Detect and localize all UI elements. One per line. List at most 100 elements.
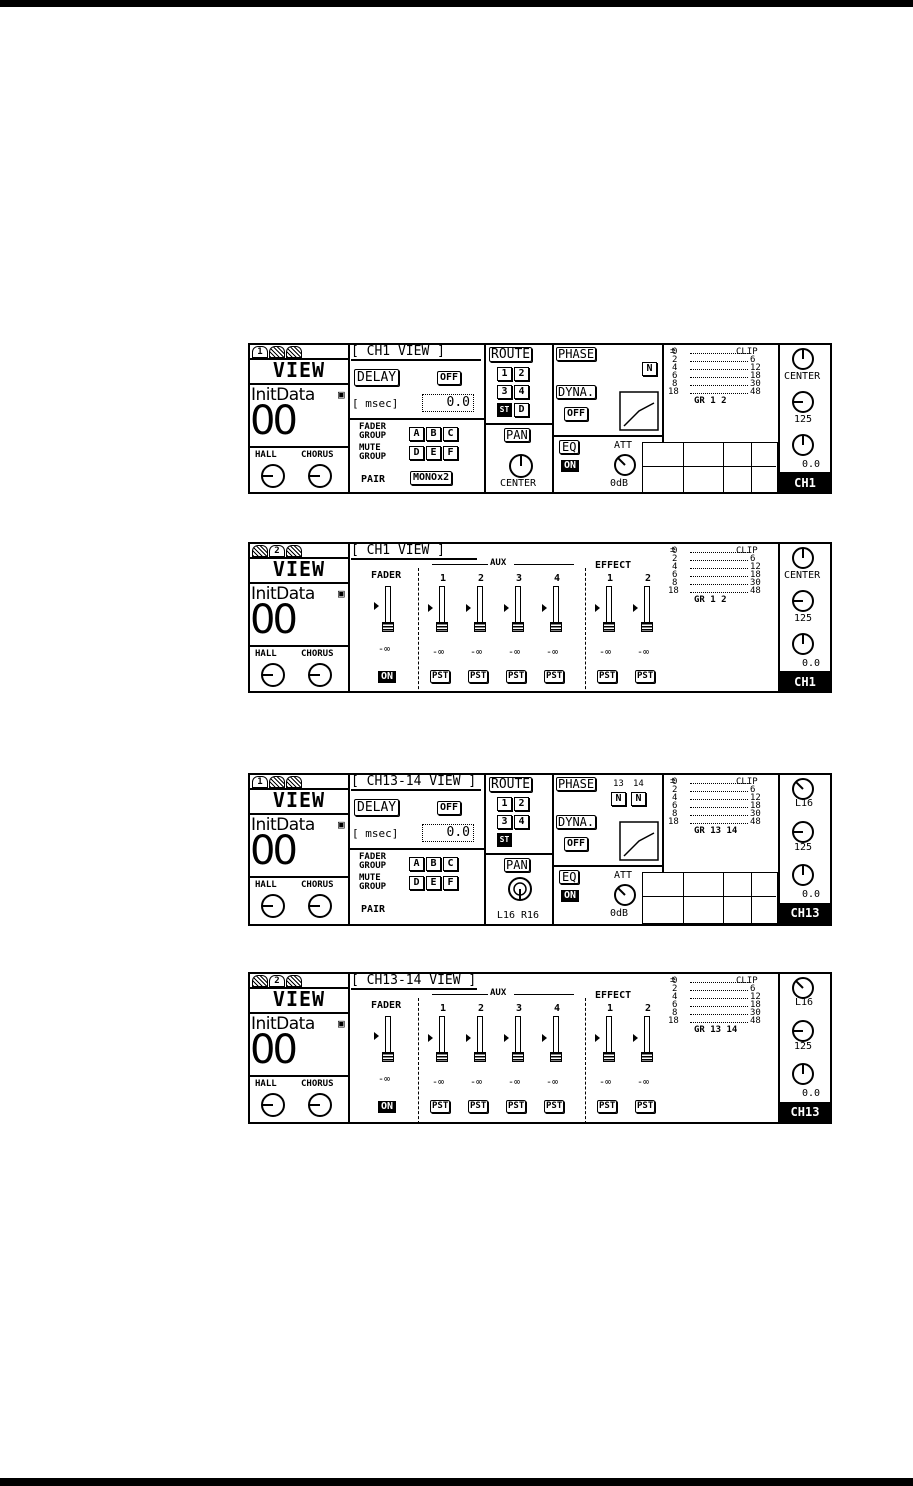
eq-on-off-button[interactable]: ON <box>561 460 580 472</box>
aux-2-pre-post-button[interactable]: PST <box>468 670 489 683</box>
aux-3-pre-post-button[interactable]: PST <box>506 1100 527 1113</box>
fader-group-B[interactable]: B <box>426 857 441 871</box>
mute-group-D[interactable]: D <box>409 446 424 460</box>
att-knob[interactable] <box>613 453 637 477</box>
mute-group-F[interactable]: F <box>443 876 458 890</box>
scene-tab-1[interactable] <box>252 545 268 557</box>
pan-knob-mini[interactable] <box>791 976 815 1000</box>
eq-button[interactable]: EQ <box>559 870 580 884</box>
hall-knob[interactable] <box>260 1092 286 1118</box>
effect-2-pre-post-button[interactable]: PST <box>635 670 656 683</box>
aux-4-pre-post-button[interactable]: PST <box>544 1100 565 1113</box>
route-2-button[interactable]: 2 <box>514 797 529 811</box>
level-knob-mini[interactable] <box>791 820 815 844</box>
aux-1-send-fader-knob[interactable] <box>436 622 448 632</box>
effect-1-send-fader-knob[interactable] <box>603 1052 615 1062</box>
main-fader-knob[interactable] <box>382 622 394 632</box>
delay-button[interactable]: DELAY <box>354 369 400 386</box>
route-3-button[interactable]: 3 <box>497 385 512 399</box>
aux-4-send-fader-knob[interactable] <box>550 1052 562 1062</box>
phase-normal-button[interactable]: N <box>642 362 657 376</box>
gain-knob-mini[interactable] <box>791 433 815 457</box>
gain-knob-mini[interactable] <box>791 1062 815 1086</box>
aux-3-pre-post-button[interactable]: PST <box>506 670 527 683</box>
scene-tab-3[interactable] <box>286 346 302 358</box>
gain-knob-mini[interactable] <box>791 632 815 656</box>
scene-tab-1[interactable]: 1 <box>252 776 268 788</box>
pan-knob-mini[interactable] <box>791 347 815 371</box>
route-1-button[interactable]: 1 <box>497 797 512 811</box>
phase-button[interactable]: PHASE <box>556 347 597 361</box>
dynamics-on-off-button[interactable]: OFF <box>564 407 589 421</box>
aux-3-send-fader-knob[interactable] <box>512 622 524 632</box>
phase-normal-button-2[interactable]: N <box>631 792 646 806</box>
route-button[interactable]: ROUTE <box>489 347 533 362</box>
fader-group-B[interactable]: B <box>426 427 441 441</box>
scene-tab-3[interactable] <box>286 545 302 557</box>
scene-tab-1[interactable]: 1 <box>252 346 268 358</box>
route-d-button[interactable]: D <box>514 403 529 417</box>
route-4-button[interactable]: 4 <box>514 385 529 399</box>
gain-knob-mini[interactable] <box>791 863 815 887</box>
main-fader-knob[interactable] <box>382 1052 394 1062</box>
scene-tab-2[interactable]: 2 <box>269 545 285 557</box>
level-knob-mini[interactable] <box>791 1019 815 1043</box>
delay-time-field[interactable]: 0.0 <box>422 394 474 412</box>
chorus-knob[interactable] <box>307 463 333 489</box>
scene-tab-2[interactable] <box>269 346 285 358</box>
phase-normal-button-1[interactable]: N <box>611 792 626 806</box>
scene-tab-3[interactable] <box>286 975 302 987</box>
fader-on-button[interactable]: ON <box>378 671 397 683</box>
fader-group-C[interactable]: C <box>443 427 458 441</box>
scene-tab-2[interactable]: 2 <box>269 975 285 987</box>
eq-on-off-button[interactable]: ON <box>561 890 580 902</box>
aux-2-send-fader-knob[interactable] <box>474 1052 486 1062</box>
pan-knob-mini[interactable] <box>791 777 815 801</box>
route-button[interactable]: ROUTE <box>489 777 533 792</box>
scene-tab-3[interactable] <box>286 776 302 788</box>
delay-on-off-button[interactable]: OFF <box>437 801 462 815</box>
fader-group-A[interactable]: A <box>409 427 424 441</box>
dynamics-button[interactable]: DYNA. <box>556 815 597 829</box>
hall-knob[interactable] <box>260 893 286 919</box>
pan-button[interactable]: PAN <box>504 428 530 442</box>
pair-button[interactable]: MONOx2 <box>410 471 453 485</box>
effect-2-send-fader-knob[interactable] <box>641 622 653 632</box>
aux-4-pre-post-button[interactable]: PST <box>544 670 565 683</box>
delay-time-field[interactable]: 0.0 <box>422 824 474 842</box>
route-1-button[interactable]: 1 <box>497 367 512 381</box>
delay-on-off-button[interactable]: OFF <box>437 371 462 385</box>
aux-1-pre-post-button[interactable]: PST <box>430 1100 451 1113</box>
att-knob[interactable] <box>613 883 637 907</box>
dynamics-on-off-button[interactable]: OFF <box>564 837 589 851</box>
mute-group-E[interactable]: E <box>426 446 441 460</box>
phase-button[interactable]: PHASE <box>556 777 597 791</box>
effect-1-pre-post-button[interactable]: PST <box>597 1100 618 1113</box>
pan-button[interactable]: PAN <box>504 858 530 872</box>
pan-knob-mini[interactable] <box>791 546 815 570</box>
route-4-button[interactable]: 4 <box>514 815 529 829</box>
effect-1-pre-post-button[interactable]: PST <box>597 670 618 683</box>
fader-on-button[interactable]: ON <box>378 1101 397 1113</box>
route-st-button[interactable]: ST <box>497 403 512 417</box>
route-3-button[interactable]: 3 <box>497 815 512 829</box>
chorus-knob[interactable] <box>307 1092 333 1118</box>
hall-knob[interactable] <box>260 662 286 688</box>
aux-4-send-fader-knob[interactable] <box>550 622 562 632</box>
aux-1-send-fader-knob[interactable] <box>436 1052 448 1062</box>
hall-knob[interactable] <box>260 463 286 489</box>
level-knob-mini[interactable] <box>791 390 815 414</box>
aux-1-pre-post-button[interactable]: PST <box>430 670 451 683</box>
dynamics-button[interactable]: DYNA. <box>556 385 597 399</box>
effect-1-send-fader-knob[interactable] <box>603 622 615 632</box>
mute-group-D[interactable]: D <box>409 876 424 890</box>
level-knob-mini[interactable] <box>791 589 815 613</box>
chorus-knob[interactable] <box>307 662 333 688</box>
fader-group-C[interactable]: C <box>443 857 458 871</box>
scene-tab-1[interactable] <box>252 975 268 987</box>
pan-knob[interactable] <box>508 453 534 479</box>
pan-knob[interactable] <box>507 876 533 902</box>
route-st-button[interactable]: ST <box>497 833 512 847</box>
aux-3-send-fader-knob[interactable] <box>512 1052 524 1062</box>
aux-2-send-fader-knob[interactable] <box>474 622 486 632</box>
